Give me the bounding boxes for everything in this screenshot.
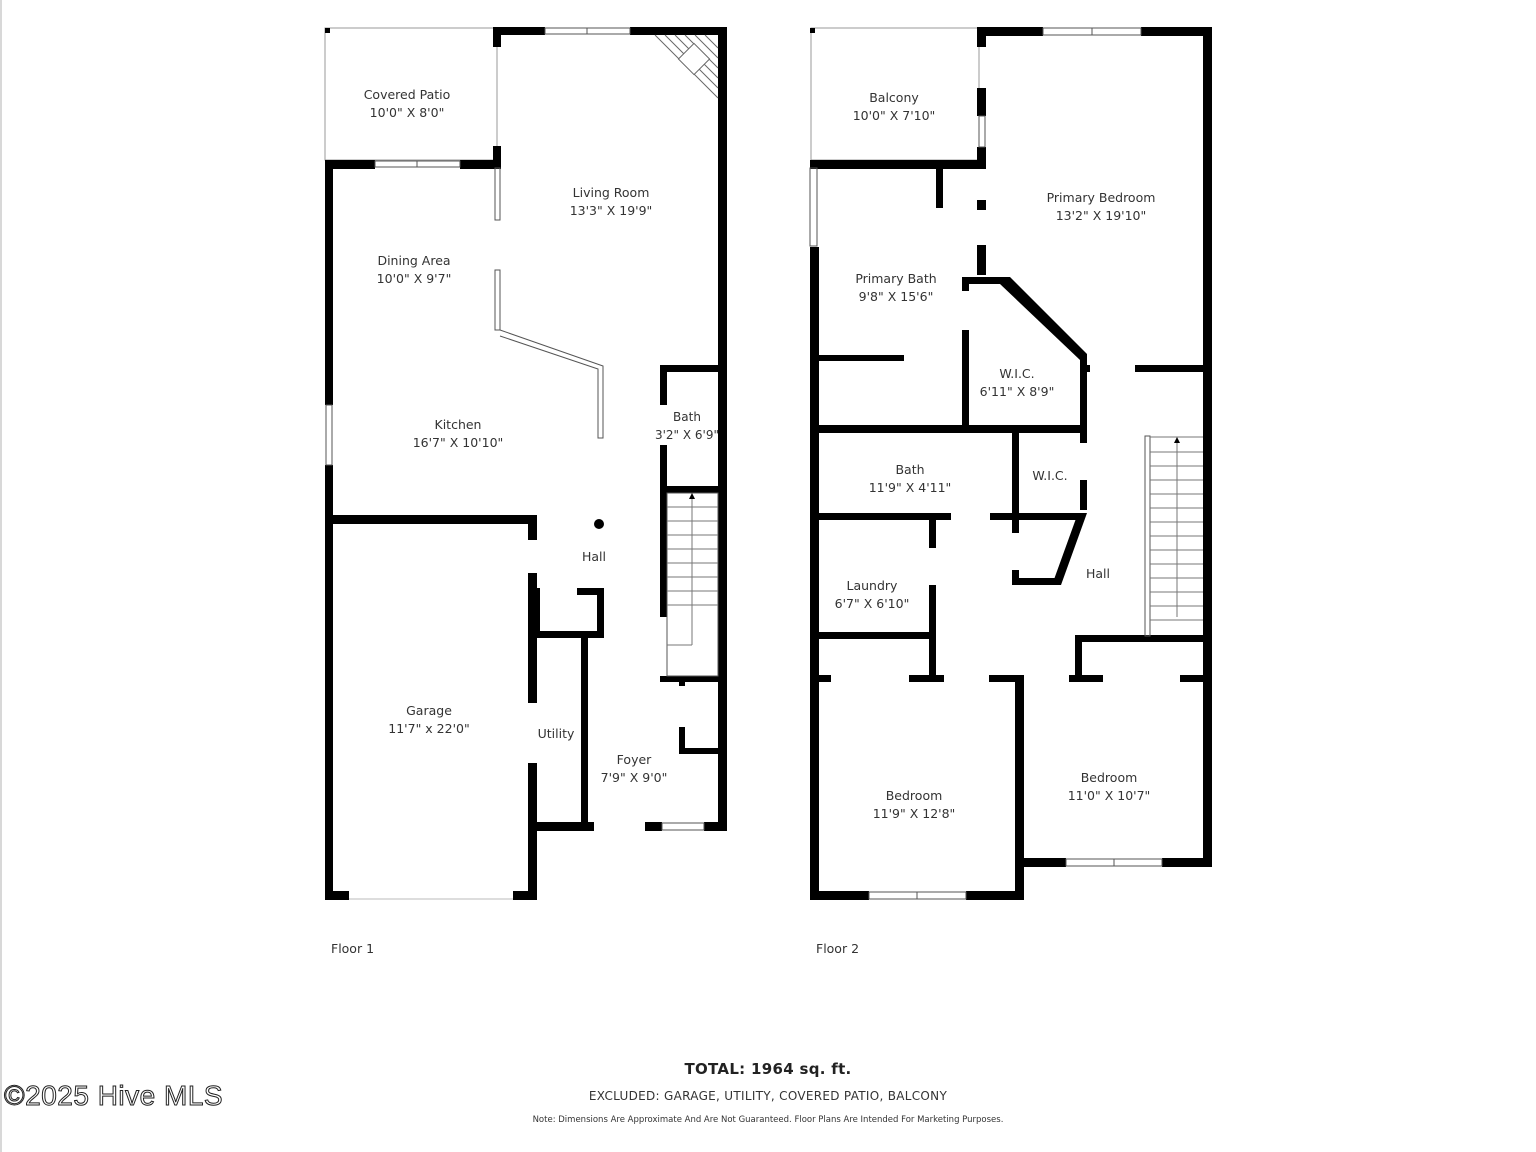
room-dimensions: 11'9" X 4'11": [868, 480, 952, 495]
room-dimensions: 11'7" x 22'0": [388, 721, 470, 736]
room-hall-floor-2: Hall: [1086, 565, 1110, 583]
room-name: Hall: [1085, 566, 1111, 581]
room-dimensions: 10'0" X 9'7": [376, 271, 452, 286]
room-balcony: Balcony 10'0" X 7'10": [853, 89, 936, 125]
room-dining-area: Dining Area 10'0" X 9'7": [377, 252, 452, 288]
room-bath-floor-1: Bath 3'2" X 6'9": [655, 408, 719, 444]
room-foyer: Foyer 7'9" X 9'0": [601, 751, 668, 787]
room-dimensions: 10'0" X 8'0": [369, 105, 445, 120]
room-dimensions: 16'7" X 10'10": [412, 435, 504, 450]
room-name: Garage: [406, 703, 452, 718]
floor-1-label: Floor 1: [331, 941, 375, 956]
room-dimensions: 11'0" X 10'7": [1067, 788, 1151, 803]
room-name: Bedroom: [1080, 770, 1138, 785]
room-name: Primary Bath: [855, 271, 937, 286]
image-left-border: [0, 0, 2, 1152]
room-name: Dining Area: [377, 253, 451, 268]
room-living-room: Living Room 13'3" X 19'9": [570, 184, 653, 220]
room-bedroom-2: Bedroom 11'0" X 10'7": [1068, 769, 1151, 805]
room-bath-floor-2: Bath 11'9" X 4'11": [869, 461, 952, 497]
floor-2-label: Floor 2: [816, 941, 860, 956]
room-dimensions: 6'11" X 8'9": [979, 384, 1055, 399]
room-dimensions: 13'3" X 19'9": [569, 203, 653, 218]
room-name: Utility: [537, 726, 575, 741]
room-dimensions: 7'9" X 9'0": [600, 770, 668, 785]
room-primary-bath: Primary Bath 9'8" X 15'6": [855, 270, 936, 306]
room-primary-bedroom: Primary Bedroom 13'2" X 19'10": [1047, 189, 1156, 225]
room-name: Bath: [673, 410, 701, 424]
room-name: W.I.C.: [1032, 468, 1068, 483]
copyright-watermark: ©2025 Hive MLS: [3, 1080, 224, 1112]
room-name: Hall: [581, 549, 607, 564]
room-name: Bedroom: [885, 788, 943, 803]
room-dimensions: 11'9" X 12'8": [872, 806, 956, 821]
total-square-footage: TOTAL: 1964 sq. ft.: [684, 1060, 852, 1078]
room-name: Balcony: [869, 90, 919, 105]
disclaimer-note: Note: Dimensions Are Approximate And Are…: [532, 1115, 1004, 1125]
room-bedroom-1: Bedroom 11'9" X 12'8": [873, 787, 956, 823]
room-name: Bath: [895, 462, 925, 477]
room-garage: Garage 11'7" x 22'0": [388, 702, 469, 738]
room-dimensions: 3'2" X 6'9": [654, 428, 720, 442]
room-wic-hall: W.I.C.: [1032, 467, 1067, 485]
excluded-areas: EXCLUDED: GARAGE, UTILITY, COVERED PATIO…: [588, 1089, 948, 1103]
room-name: Foyer: [616, 752, 652, 767]
room-name: W.I.C.: [999, 366, 1035, 381]
room-wic-primary: W.I.C. 6'11" X 8'9": [980, 365, 1055, 401]
room-name: Covered Patio: [363, 87, 451, 102]
room-dimensions: 13'2" X 19'10": [1055, 208, 1147, 223]
room-name: Living Room: [572, 185, 650, 200]
room-name: Primary Bedroom: [1046, 190, 1156, 205]
room-name: Kitchen: [434, 417, 482, 432]
room-dimensions: 6'7" X 6'10": [834, 596, 910, 611]
floor-2-windows: [809, 27, 1203, 900]
room-utility: Utility: [538, 725, 575, 743]
room-kitchen: Kitchen 16'7" X 10'10": [413, 416, 504, 452]
room-name: Laundry: [846, 578, 898, 593]
floor-2-walls: [810, 27, 1212, 900]
room-dimensions: 10'0" X 7'10": [852, 108, 936, 123]
room-laundry: Laundry 6'7" X 6'10": [835, 577, 910, 613]
floor-1-windows: [325, 27, 719, 900]
floor-1-walls: [324, 27, 727, 900]
room-dimensions: 9'8" X 15'6": [858, 289, 934, 304]
room-covered-patio: Covered Patio 10'0" X 8'0": [364, 86, 451, 122]
room-hall-floor-1: Hall: [582, 548, 606, 566]
